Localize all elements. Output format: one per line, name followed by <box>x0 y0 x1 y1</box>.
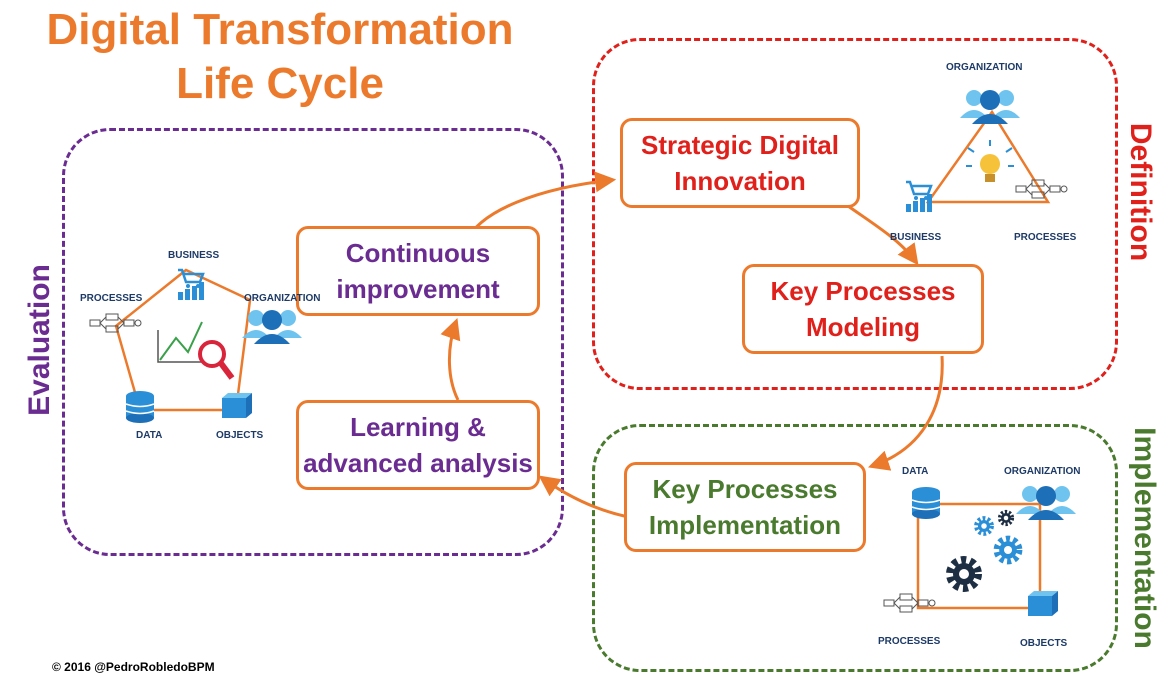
def-business-label: BUSINESS <box>890 232 942 243</box>
impl-data-label: DATA <box>902 466 929 477</box>
impl-objects-label: OBJECTS <box>1020 638 1068 649</box>
arrow-to-modeling <box>847 204 919 266</box>
impl-organization-label: ORGANIZATION <box>1004 466 1081 477</box>
definition-zone <box>592 38 1118 390</box>
key-processes-implementation-label: Key Processes Implementation <box>648 474 842 540</box>
key-processes-modeling-step: Key Processes Modeling <box>742 264 984 354</box>
strategic-digital-innovation-step: Strategic Digital Innovation <box>620 118 860 208</box>
implementation-illustration <box>883 486 1076 616</box>
eval-business-label: BUSINESS <box>168 250 220 261</box>
eval-processes-label: PROCESSES <box>80 293 143 304</box>
diagram-title-line1: Digital Transformation <box>46 5 514 54</box>
eval-organization-label: ORGANIZATION <box>244 293 321 304</box>
evaluation-illustration <box>89 268 302 424</box>
arrow-to-implementation <box>868 355 944 471</box>
continuous-improvement-step: Continuous improvement <box>296 226 540 316</box>
evaluation-zone <box>62 128 564 556</box>
arrow-to-learning <box>538 475 635 520</box>
learning-advanced-analysis-step: Learning & advanced analysis <box>296 400 540 490</box>
learning-advanced-analysis-label: Learning & advanced analysis <box>303 412 533 478</box>
arrow-to-continuous <box>440 318 461 401</box>
def-organization-label: ORGANIZATION <box>946 62 1023 73</box>
continuous-improvement-label: Continuous improvement <box>336 238 500 304</box>
copyright-footer: © 2016 @PedroRobledoBPM <box>52 660 215 674</box>
impl-processes-label: PROCESSES <box>878 636 941 647</box>
eval-objects-label: OBJECTS <box>216 430 264 441</box>
definition-illustration <box>904 90 1068 214</box>
def-processes-label: PROCESSES <box>1014 232 1077 243</box>
diagram-title-line2: Life Cycle <box>176 59 384 108</box>
strategic-digital-innovation-label: Strategic Digital Innovation <box>641 130 839 196</box>
eval-data-label: DATA <box>136 430 163 441</box>
key-processes-modeling-label: Key Processes Modeling <box>770 276 956 342</box>
key-processes-implementation-step: Key Processes Implementation <box>624 462 866 552</box>
implementation-zone <box>592 424 1118 672</box>
